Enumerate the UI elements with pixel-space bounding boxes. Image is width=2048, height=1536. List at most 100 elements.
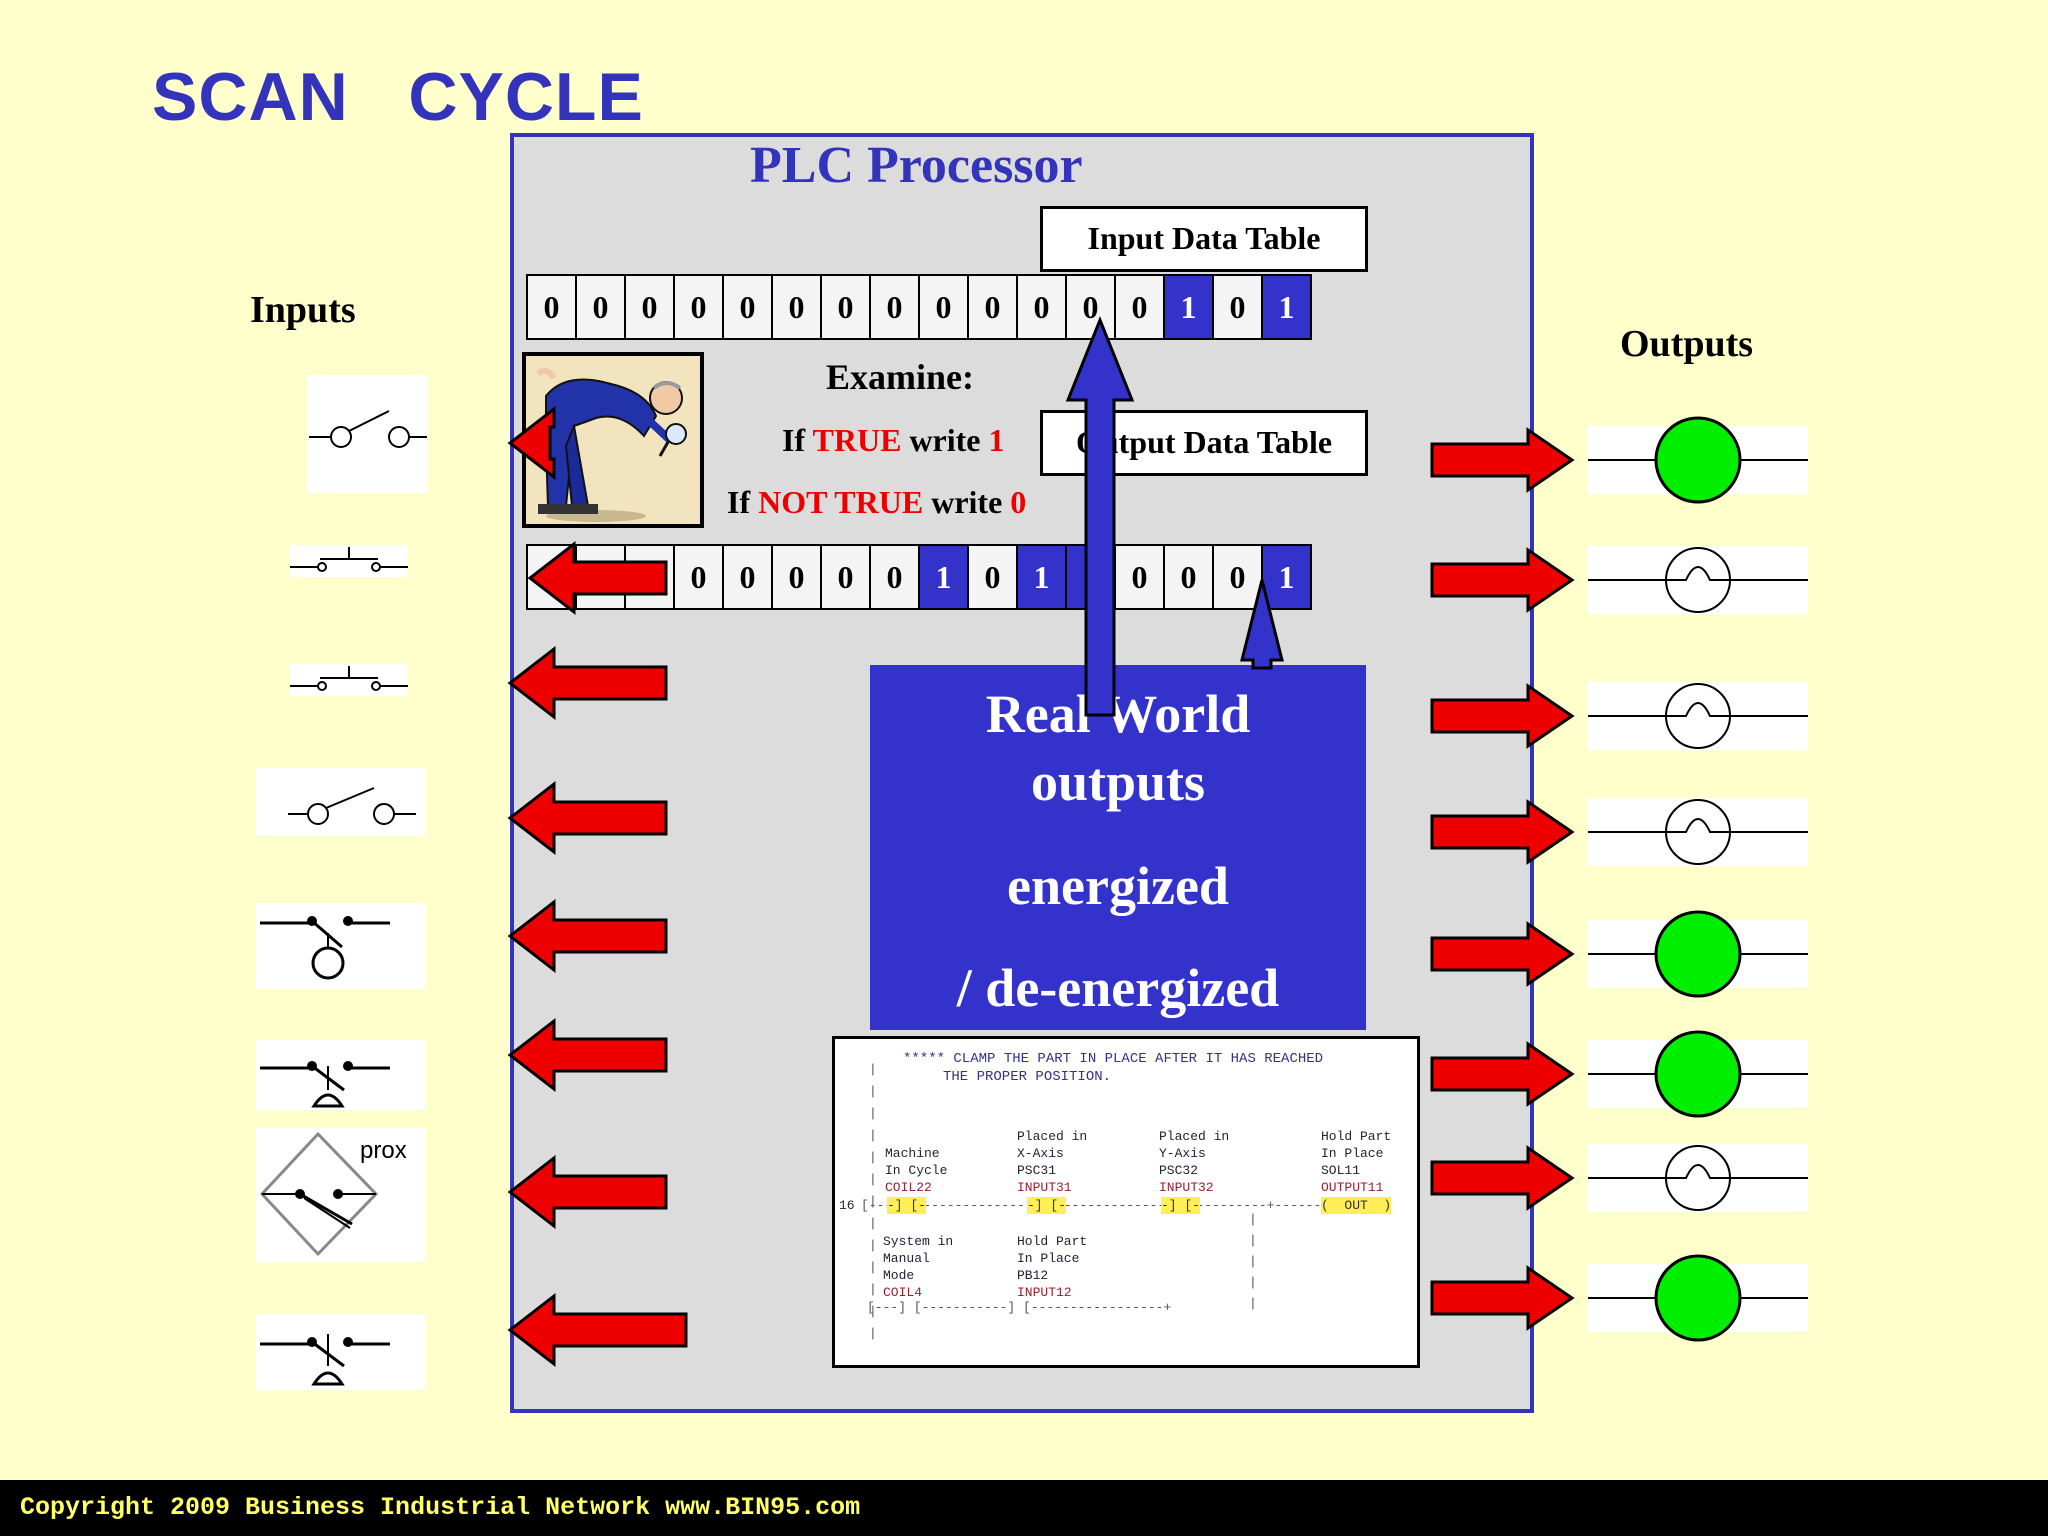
ladder-contact-symbol: -] [-: [1161, 1197, 1201, 1214]
pressure-switch-icon: [256, 1314, 426, 1390]
ladder-left-rail: |||||||||||||: [869, 1062, 877, 1341]
ladder-text: Hold Part: [1017, 1234, 1088, 1249]
ladder-text: PSC31: [1017, 1163, 1057, 1178]
ladder-text: Placed in: [1159, 1129, 1230, 1144]
output-arrow: [1430, 921, 1575, 987]
pushbutton-icon: [290, 545, 408, 577]
rule-text: If: [727, 484, 759, 520]
input-scan-arrow: [507, 645, 668, 721]
output-bit: 1: [1261, 544, 1312, 610]
ladder-text: Placed in: [1017, 1129, 1088, 1144]
plc-processor-title: PLC Processor: [750, 137, 1083, 194]
rule-text: write: [923, 484, 1011, 520]
scan-pointer-arrow: [1065, 315, 1135, 717]
input-bit: 1: [1261, 274, 1312, 340]
ladder-text: Mode: [883, 1268, 915, 1283]
real-world-line3: energized: [1007, 856, 1229, 916]
selector-switch-icon: [256, 768, 426, 836]
prox-label: prox: [360, 1137, 407, 1164]
rule-value: 0: [1010, 484, 1027, 520]
output-arrow: [1430, 799, 1575, 865]
ladder-rung-number: 16: [839, 1198, 855, 1213]
output-update-arrow: [1240, 579, 1284, 670]
ladder-text: PSC32: [1159, 1163, 1199, 1178]
pushbutton-icon: [290, 664, 408, 696]
input-bit: 0: [673, 274, 724, 340]
real-world-line2: outputs: [1030, 752, 1206, 812]
ladder-text: System in: [883, 1234, 954, 1249]
examine-true-rule: If TRUE write 1: [782, 422, 1005, 459]
pilot-light-on-icon: [1654, 910, 1742, 998]
rule-value: 1: [988, 422, 1005, 458]
input-bit: 0: [1212, 274, 1263, 340]
ladder-comment: ***** CLAMP THE PART IN PLACE AFTER IT H…: [903, 1051, 1324, 1067]
lamp-filament: [1666, 702, 1730, 717]
ladder-address: COIL22: [885, 1180, 932, 1195]
output-arrow: [1430, 427, 1575, 493]
input-data-table-label: Input Data Table: [1040, 206, 1368, 272]
output-arrow: [1430, 1145, 1575, 1211]
ladder-text: SOL11: [1321, 1163, 1361, 1178]
input-bit: 0: [575, 274, 626, 340]
output-arrow: [1430, 1265, 1575, 1331]
output-bit: 1: [1016, 544, 1067, 610]
ladder-logic-panel: ***** CLAMP THE PART IN PLACE AFTER IT H…: [832, 1036, 1420, 1368]
input-bit: 0: [820, 274, 871, 340]
limit-switch-icon: [256, 903, 426, 989]
output-arrow: [1430, 547, 1575, 613]
ladder-text: Manual: [883, 1251, 930, 1266]
examine-heading: Examine:: [826, 357, 974, 397]
ladder-text: In Place: [1017, 1251, 1080, 1266]
output-bit: 0: [1212, 544, 1263, 610]
real-world-outputs-box: Real World outputs energized / de-energi…: [870, 665, 1366, 1030]
input-scan-arrow: [507, 1292, 688, 1368]
input-scan-arrow: [507, 898, 668, 974]
ladder-address: COIL4: [883, 1285, 923, 1300]
lamp-filament: [1666, 1164, 1730, 1179]
pilot-light-on-icon: [1654, 416, 1742, 504]
ladder-text: Y-Axis: [1159, 1146, 1206, 1161]
ladder-contact-symbol: -] [-: [1027, 1197, 1067, 1214]
output-arrow: [1430, 683, 1575, 749]
ladder-text: PB12: [1017, 1268, 1049, 1283]
input-scan-arrow: [507, 1154, 668, 1230]
ladder-text: X-Axis: [1017, 1146, 1064, 1161]
ladder-address: INPUT12: [1017, 1285, 1072, 1300]
rule-text: If: [782, 422, 813, 458]
output-bit: 1: [918, 544, 969, 610]
input-bit: 0: [1016, 274, 1067, 340]
lamp-filament: [1666, 818, 1730, 833]
examine-false-rule: If NOT TRUE write 0: [727, 484, 1026, 521]
ladder-comment: THE PROPER POSITION.: [943, 1069, 1112, 1085]
rule-keyword: TRUE: [812, 422, 902, 458]
ladder-contact-symbol: -] [-: [887, 1197, 927, 1214]
ladder-branch-line: [---] [-----------] [-----------------+: [867, 1300, 1172, 1315]
output-bit: 0: [1163, 544, 1214, 610]
input-scan-arrow: [507, 780, 668, 856]
ladder-address: INPUT31: [1017, 1180, 1072, 1195]
page-title: SCAN CYCLE: [152, 59, 644, 135]
output-bit: 0: [771, 544, 822, 610]
ladder-text: Machine: [885, 1146, 940, 1161]
ladder-text: Hold Part: [1321, 1129, 1392, 1144]
input-scan-arrow: [507, 405, 556, 481]
input-scan-arrow: [507, 1017, 668, 1093]
pilot-light-on-icon: [1654, 1254, 1742, 1342]
rule-text: write: [901, 422, 989, 458]
inputs-label: Inputs: [250, 289, 356, 331]
output-arrow: [1430, 1041, 1575, 1107]
ladder-text: In Cycle: [885, 1163, 948, 1178]
ladder-text: In Place: [1321, 1146, 1384, 1161]
output-bit: 0: [820, 544, 871, 610]
lamp-filament: [1666, 566, 1730, 581]
outputs-label: Outputs: [1620, 323, 1754, 365]
real-world-line1: Real World: [985, 684, 1251, 744]
pressure-switch-icon: [256, 1040, 426, 1110]
